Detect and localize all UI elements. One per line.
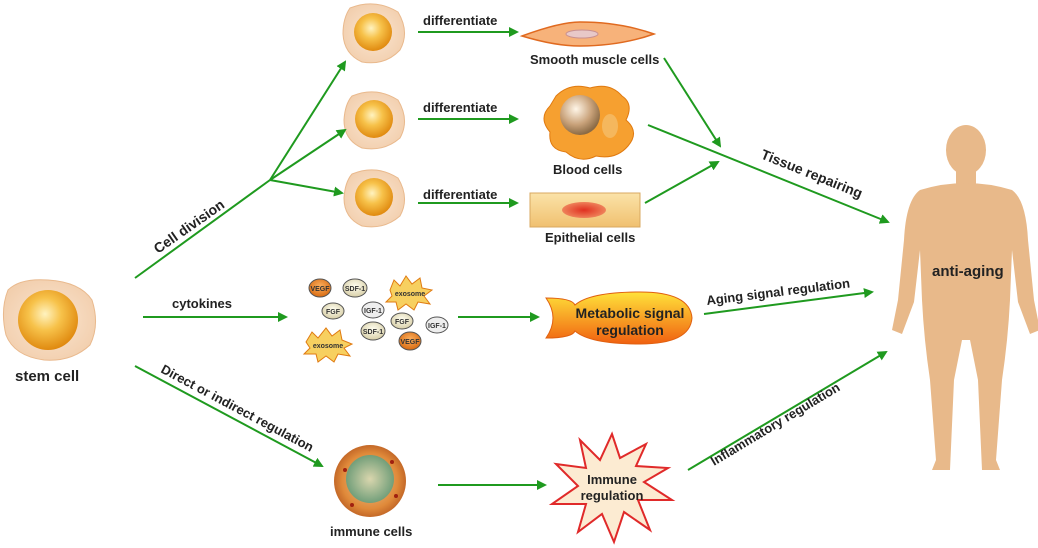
differentiate-label-2: differentiate xyxy=(423,100,497,115)
aging-signal-label: Aging signal regulation xyxy=(706,275,851,307)
direct-regulation-label: Direct or indirect regulation xyxy=(159,361,317,454)
svg-text:VEGF: VEGF xyxy=(310,286,330,293)
svg-text:SDF-1: SDF-1 xyxy=(363,329,383,336)
token-vegf-2: VEGF xyxy=(398,331,422,351)
svg-text:FGF: FGF xyxy=(326,309,341,316)
token-exosome-1: exosome xyxy=(384,275,434,311)
stem-cell-label: stem cell xyxy=(15,368,79,385)
cytokine-cluster: VEGF SDF-1 exosome FGF IGF-1 exosome SDF… xyxy=(302,275,449,363)
token-vegf-1: VEGF xyxy=(308,278,332,298)
stem-cell xyxy=(2,279,96,361)
epithelial-cell xyxy=(529,192,641,228)
svg-text:IGF-1: IGF-1 xyxy=(364,308,382,315)
daughter-cell-1 xyxy=(342,3,405,64)
daughter-cell-3 xyxy=(343,169,405,228)
token-fgf-1: FGF xyxy=(321,302,345,320)
daughter-cell-2 xyxy=(343,91,405,150)
human-body-figure xyxy=(892,125,1038,470)
immune-regulation-burst: Immune regulation xyxy=(548,431,676,545)
epithelial-label: Epithelial cells xyxy=(545,230,635,245)
differentiate-label-3: differentiate xyxy=(423,187,497,202)
blood-label: Blood cells xyxy=(553,162,622,177)
tissue-repairing-label: Tissue repairing xyxy=(759,146,865,201)
svg-text:exosome: exosome xyxy=(313,343,343,350)
blood-cell xyxy=(543,85,634,160)
token-sdf-2: SDF-1 xyxy=(360,321,386,341)
token-exosome-2: exosome xyxy=(302,327,354,363)
inflammatory-arrow xyxy=(687,350,888,471)
immune-regulation-line1: Immune xyxy=(587,472,637,487)
immune-cells-label: immune cells xyxy=(330,524,412,539)
immune-cell xyxy=(334,445,406,517)
cell-division-label: Cell division xyxy=(151,196,228,256)
token-fgf-2: FGF xyxy=(390,312,414,330)
metabolic-label-line2: regulation xyxy=(596,322,664,338)
tissue-repair-arrows xyxy=(644,57,890,224)
immune-regulation-line2: regulation xyxy=(581,488,644,503)
smooth-muscle-cell xyxy=(519,21,657,47)
aging-signal-arrow xyxy=(703,288,874,315)
svg-text:FGF: FGF xyxy=(395,319,410,326)
differentiate-label-1: differentiate xyxy=(423,13,497,28)
token-sdf-1: SDF-1 xyxy=(342,278,368,298)
differentiate-arrows xyxy=(418,27,519,208)
smooth-muscle-label: Smooth muscle cells xyxy=(530,52,659,67)
svg-text:IGF-1: IGF-1 xyxy=(428,323,446,330)
inflammatory-label: Inflammatory regulation xyxy=(708,379,843,468)
svg-text:SDF-1: SDF-1 xyxy=(345,286,365,293)
anti-aging-label: anti-aging xyxy=(932,263,1004,280)
direct-regulation-arrow xyxy=(134,365,324,467)
cytokines-label: cytokines xyxy=(172,296,232,311)
token-igf-1: IGF-1 xyxy=(361,301,385,319)
cell-division-arrows xyxy=(134,60,347,279)
metabolic-signal-regulation: Metabolic signal regulation xyxy=(545,291,693,345)
svg-text:VEGF: VEGF xyxy=(400,339,420,346)
metabolic-label-line1: Metabolic signal xyxy=(576,305,685,321)
svg-text:exosome: exosome xyxy=(395,291,425,298)
token-igf-2: IGF-1 xyxy=(425,316,449,334)
